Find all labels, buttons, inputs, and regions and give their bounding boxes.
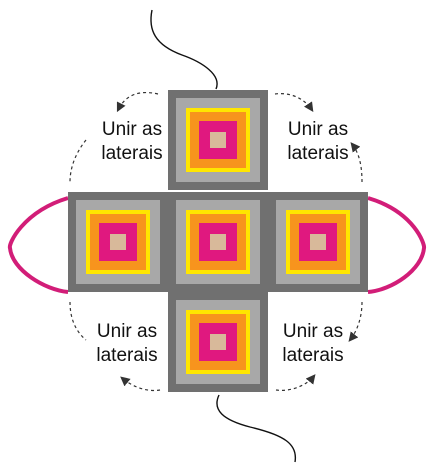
bottom-thread	[216, 394, 297, 463]
label-top-right: Unir as laterais	[272, 118, 364, 166]
label-bottom-right-line2: laterais	[282, 345, 344, 366]
label-bottom-left-line2: laterais	[96, 345, 158, 366]
tile-center	[168, 192, 268, 292]
label-bottom-right: Unir as laterais	[267, 320, 359, 368]
left-strap	[7, 196, 69, 294]
arrow-top-right-lower	[350, 142, 363, 183]
arrow-bottom-right-lower	[275, 374, 316, 391]
arrow-top-left-lower	[69, 139, 87, 183]
label-bottom-left-line1: Unir as	[96, 321, 158, 342]
arrow-top-right-upper	[274, 93, 314, 112]
tile-top	[168, 90, 268, 190]
top-thread	[150, 9, 218, 90]
tile-bottom	[168, 292, 268, 392]
arrow-bottom-left-upper	[69, 301, 87, 341]
label-top-right-line2: laterais	[287, 143, 349, 164]
label-top-left-line1: Unir as	[101, 119, 163, 140]
right-strap	[367, 196, 427, 294]
label-top-right-line1: Unir as	[287, 119, 349, 140]
label-top-left: Unir as laterais	[86, 118, 178, 166]
label-bottom-left: Unir as laterais	[81, 320, 173, 368]
label-bottom-right-line1: Unir as	[282, 321, 344, 342]
tile-left	[68, 192, 168, 292]
arrow-bottom-left-lower	[120, 376, 161, 392]
label-top-left-line2: laterais	[101, 143, 163, 164]
tile-right	[268, 192, 368, 292]
arrow-top-left-upper	[116, 91, 159, 113]
arrow-bottom-right-upper	[348, 301, 363, 342]
